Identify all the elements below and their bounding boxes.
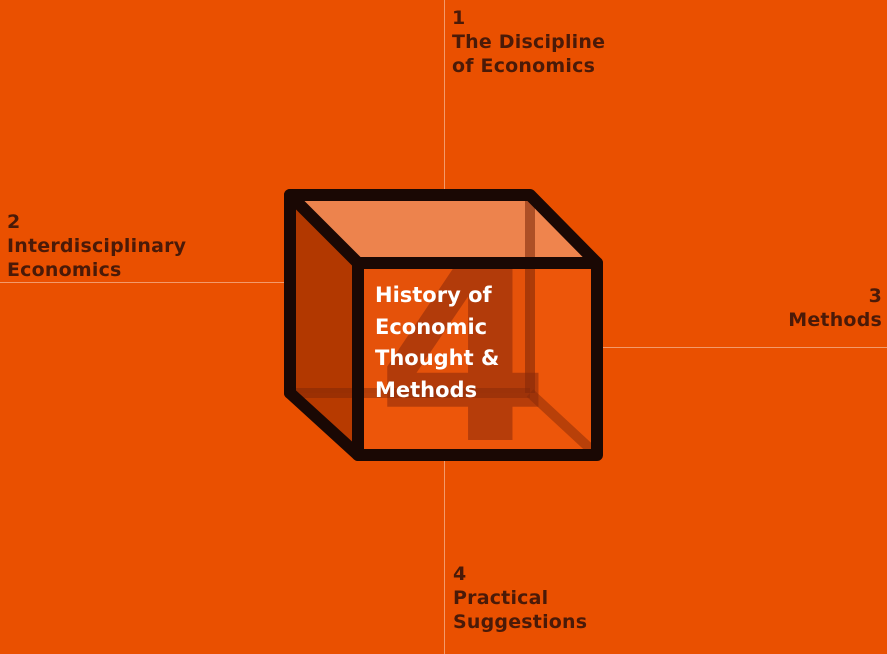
center-title: History of Economic Thought & Methods xyxy=(375,280,499,406)
axis-line-top xyxy=(444,0,445,195)
cube-left-face xyxy=(290,195,358,455)
branch-right-line: Methods xyxy=(788,309,882,331)
branch-right-number: 3 xyxy=(868,285,882,307)
branch-bottom-label: 4 Practical Suggestions xyxy=(453,562,587,634)
axis-line-right xyxy=(600,347,887,348)
branch-left-line: Economics xyxy=(7,259,122,281)
branch-top-number: 1 xyxy=(452,7,466,29)
cube-hidden-edge-diagonal xyxy=(526,389,601,459)
cube-front-face xyxy=(358,263,597,455)
cube-top-face xyxy=(290,195,597,263)
axis-line-bottom xyxy=(444,458,445,654)
axis-line-left xyxy=(0,282,290,283)
branch-top-line: of Economics xyxy=(452,55,596,77)
center-title-line: Thought & xyxy=(375,346,500,370)
branch-right-label: 3 Methods xyxy=(788,284,882,332)
center-title-line: Methods xyxy=(375,377,478,402)
center-title-line: History of xyxy=(375,283,492,307)
branch-left-label: 2 Interdisciplinary Economics xyxy=(7,210,186,282)
branch-top-label: 1 The Discipline of Economics xyxy=(452,6,605,78)
branch-left-number: 2 xyxy=(7,211,21,233)
center-title-line: Economic xyxy=(375,314,488,339)
branch-left-line: Interdisciplinary xyxy=(7,235,187,257)
cube-frame xyxy=(284,189,603,461)
branch-bottom-line: Suggestions xyxy=(453,611,588,633)
branch-bottom-number: 4 xyxy=(453,563,467,585)
branch-top-line: The Discipline xyxy=(452,31,606,53)
branch-bottom-line: Practical xyxy=(453,587,549,609)
